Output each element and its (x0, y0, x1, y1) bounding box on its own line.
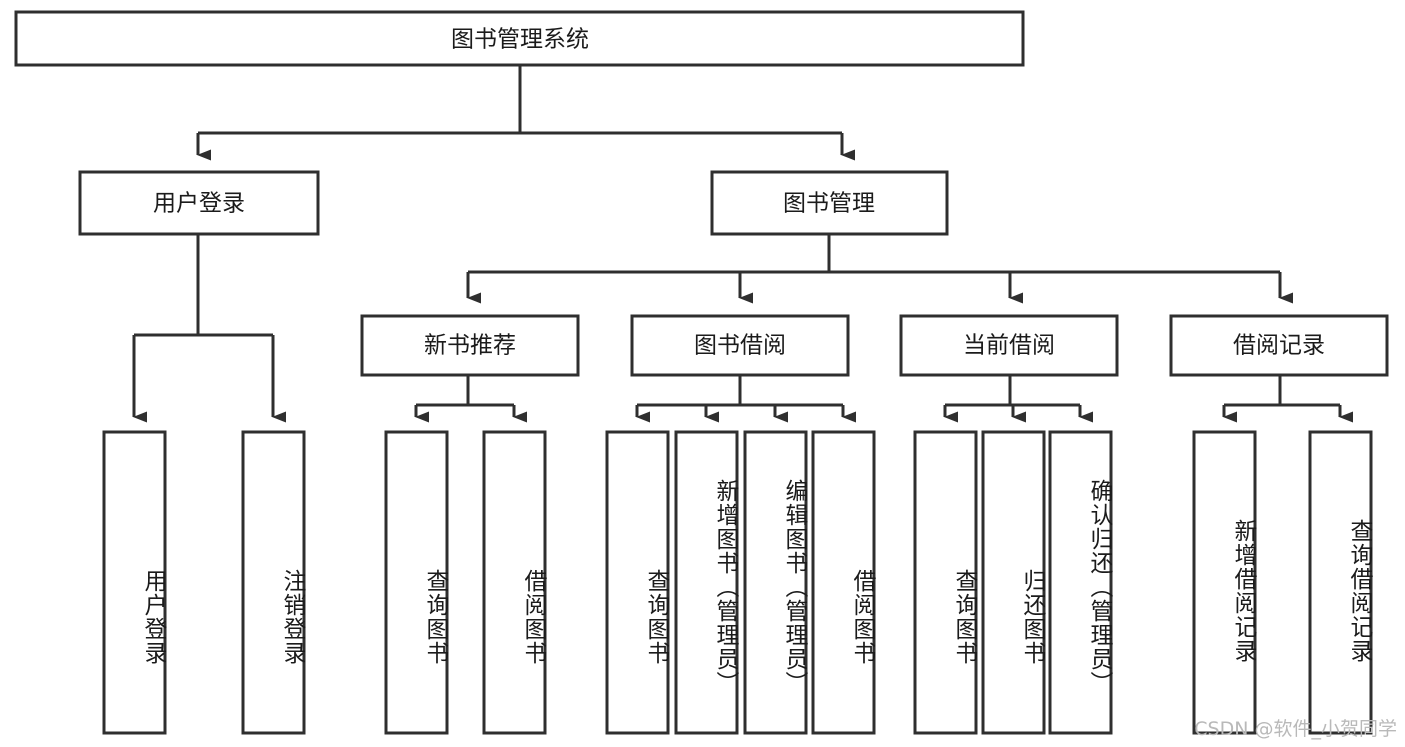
node-user-login-box[interactable] (78, 170, 320, 236)
connector-currentborrow-to-leaves (943, 375, 1093, 423)
connector-bookmanage-to-level2 (466, 234, 1293, 304)
connector-bookborrow-to-leaves (635, 375, 856, 423)
node-leaf-confirm-return-box[interactable] (1048, 430, 1113, 735)
node-current-borrow-box[interactable] (899, 314, 1119, 377)
csdn-watermark: CSDN @软件_小贺同学 (1194, 718, 1397, 740)
connector-userlogin-to-leaves (132, 234, 286, 423)
node-book-manage[interactable]: 图书管理 (710, 170, 949, 236)
node-book-manage-box[interactable] (710, 170, 949, 236)
leaf-boxes (102, 430, 1373, 735)
node-user-login[interactable]: 用户登录 (78, 170, 320, 236)
node-book-borrow[interactable]: 图书借阅 (630, 314, 850, 377)
node-leaf-borrow-book-1-box[interactable] (482, 430, 547, 735)
node-leaf-return-book-box[interactable] (981, 430, 1046, 735)
node-leaf-query-book-3-box[interactable] (913, 430, 978, 735)
node-borrow-record-label: 借阅记录 (1233, 333, 1325, 359)
connector-borrowrecord-to-leaves (1222, 375, 1353, 423)
node-current-borrow-label: 当前借阅 (963, 333, 1055, 359)
node-new-book-recommend-label: 新书推荐 (424, 333, 516, 359)
node-leaf-logout-login-box[interactable] (241, 430, 306, 735)
node-user-login-label: 用户登录 (153, 191, 245, 217)
node-root[interactable]: 图书管理系统 (14, 10, 1025, 67)
node-leaf-query-book-1-box[interactable] (384, 430, 449, 735)
node-new-book-recommend[interactable]: 新书推荐 (360, 314, 580, 377)
node-leaf-query-record-box[interactable] (1308, 430, 1373, 735)
node-book-manage-label: 图书管理 (783, 191, 875, 217)
node-leaf-add-book-box[interactable] (674, 430, 739, 735)
node-leaf-user-login-box[interactable] (102, 430, 167, 735)
node-leaf-query-book-2-box[interactable] (605, 430, 670, 735)
connector-newbook-to-leaves (414, 375, 527, 423)
node-new-book-recommend-box[interactable] (360, 314, 580, 377)
node-book-borrow-label: 图书借阅 (694, 333, 786, 359)
node-root-box[interactable] (14, 10, 1025, 67)
node-current-borrow[interactable]: 当前借阅 (899, 314, 1119, 377)
node-root-label: 图书管理系统 (451, 27, 589, 53)
node-leaf-borrow-book-2-box[interactable] (811, 430, 876, 735)
node-borrow-record[interactable]: 借阅记录 (1169, 314, 1389, 377)
node-leaf-add-record-box[interactable] (1192, 430, 1257, 735)
connector-root-to-level1 (196, 65, 855, 161)
node-book-borrow-box[interactable] (630, 314, 850, 377)
node-leaf-edit-book-box[interactable] (743, 430, 808, 735)
node-borrow-record-box[interactable] (1169, 314, 1389, 377)
